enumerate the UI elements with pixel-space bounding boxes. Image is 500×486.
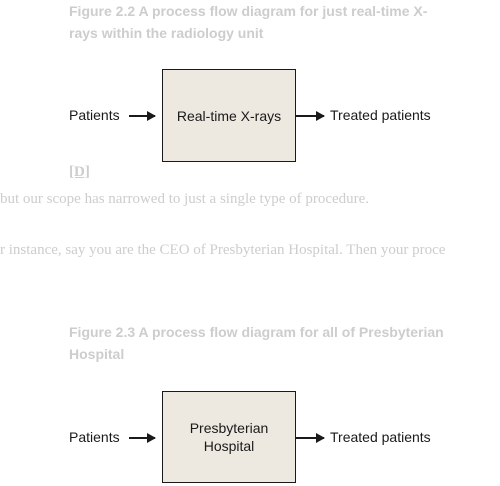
figure-2-3-caption: Figure 2.3 A process flow diagram for al… (69, 324, 444, 362)
figure-2-2-input-label: Patients (69, 107, 120, 123)
body-text-line-1: but our scope has narrowed to just a sin… (0, 191, 370, 207)
figure-2-2-process-label: Real-time X-rays (176, 107, 282, 124)
figure-2-3-output-arrow (296, 433, 325, 443)
figure-2-2-output-arrow (296, 111, 325, 121)
figure-2-3-input-label: Patients (69, 429, 120, 445)
figure-2-2-caption: Figure 2.2 A process flow diagram for ju… (69, 3, 428, 41)
figure-2-2-process-box: Real-time X-rays (162, 69, 296, 162)
reference-link[interactable]: [D] (69, 164, 90, 180)
figure-2-2-output-label: Treated patients (330, 107, 431, 123)
figure-2-3-process-box: Presbyterian Hospital (162, 391, 296, 483)
body-text-line-2: r instance, say you are the CEO of Presb… (0, 242, 446, 258)
figure-2-2-input-arrow (129, 111, 156, 121)
figure-2-3-input-arrow (129, 433, 156, 443)
figure-2-3-process-label: Presbyterian Hospital (189, 420, 269, 454)
figure-2-3-output-label: Treated patients (330, 429, 431, 445)
